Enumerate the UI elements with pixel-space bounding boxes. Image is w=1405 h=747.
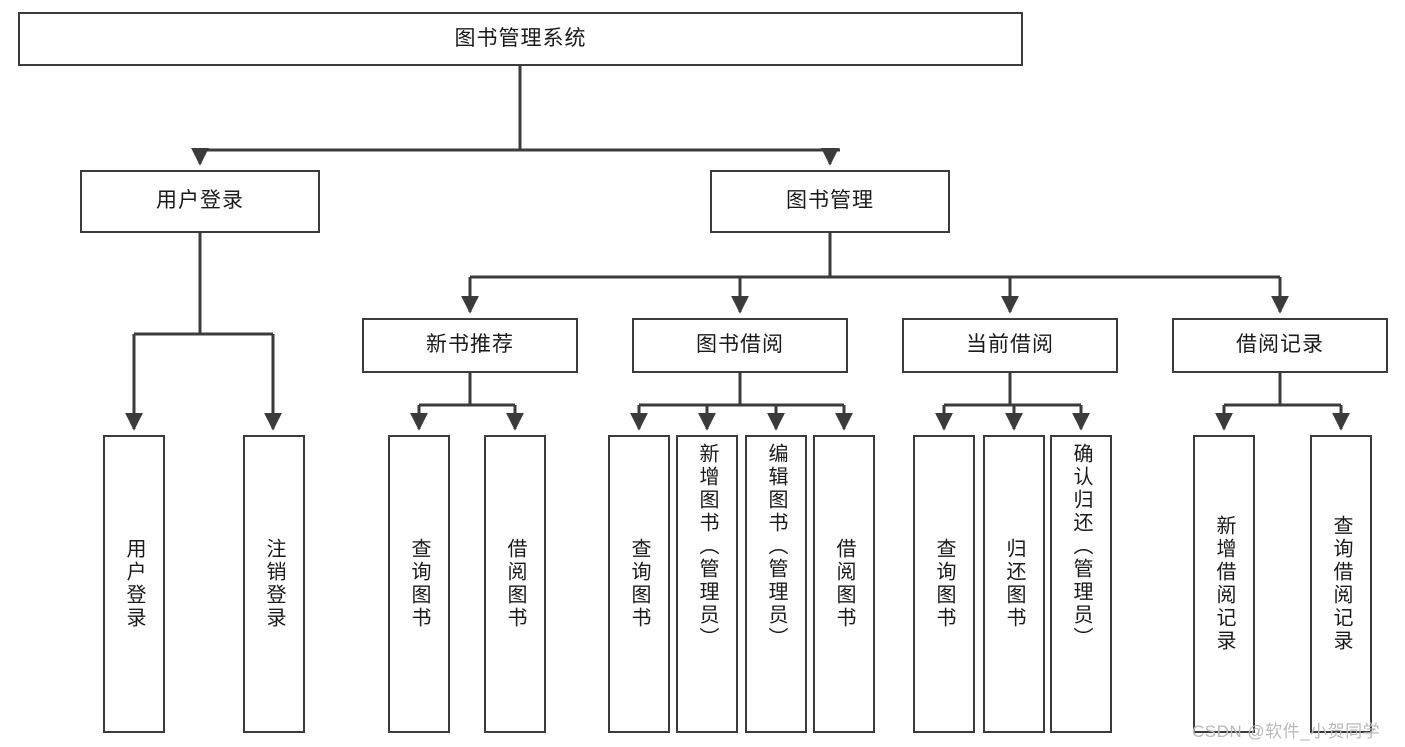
node-leaf-borrow-book-recommend[interactable]: 借阅图书 bbox=[484, 435, 546, 733]
node-leaf-user-login[interactable]: 用户登录 bbox=[103, 435, 165, 733]
node-leaf-query-borrow-record-label: 查询借阅记录 bbox=[1330, 515, 1352, 653]
node-book-manage-label: 图书管理 bbox=[786, 189, 874, 213]
node-new-book-recommend[interactable]: 新书推荐 bbox=[362, 318, 578, 373]
node-leaf-query-book-borrow-label: 查询图书 bbox=[628, 538, 650, 630]
node-book-borrow[interactable]: 图书借阅 bbox=[632, 318, 848, 373]
edge-borrowrecord-to-leaves bbox=[1215, 373, 1350, 431]
node-leaf-edit-book-admin-label: 编辑图书（管理员） bbox=[765, 443, 787, 650]
node-leaf-logout-login[interactable]: 注销登录 bbox=[243, 435, 305, 733]
node-leaf-add-book-admin-label: 新增图书（管理员） bbox=[696, 443, 718, 650]
node-leaf-borrow-book-borrow[interactable]: 借阅图书 bbox=[813, 435, 875, 733]
node-leaf-user-login-label: 用户登录 bbox=[123, 538, 145, 630]
node-leaf-confirm-return-admin-label: 确认归还（管理员） bbox=[1070, 443, 1092, 650]
node-leaf-query-borrow-record[interactable]: 查询借阅记录 bbox=[1310, 435, 1372, 733]
edge-newbook-to-leaves bbox=[410, 373, 524, 431]
node-leaf-query-book-current-label: 查询图书 bbox=[933, 538, 955, 630]
node-user-login-label: 用户登录 bbox=[156, 189, 244, 213]
node-current-borrow[interactable]: 当前借阅 bbox=[902, 318, 1118, 373]
node-book-borrow-label: 图书借阅 bbox=[696, 333, 784, 357]
node-leaf-query-book-borrow[interactable]: 查询图书 bbox=[608, 435, 670, 733]
edge-root-to-level2 bbox=[191, 66, 840, 166]
node-leaf-return-book-label: 归还图书 bbox=[1003, 538, 1025, 630]
node-leaf-add-borrow-record-label: 新增借阅记录 bbox=[1213, 515, 1235, 653]
node-book-manage[interactable]: 图书管理 bbox=[710, 170, 950, 233]
node-leaf-return-book[interactable]: 归还图书 bbox=[983, 435, 1045, 733]
node-current-borrow-label: 当前借阅 bbox=[966, 333, 1054, 357]
node-leaf-edit-book-admin[interactable]: 编辑图书（管理员） bbox=[745, 435, 807, 733]
node-leaf-borrow-book-recommend-label: 借阅图书 bbox=[504, 538, 526, 630]
node-leaf-confirm-return-admin[interactable]: 确认归还（管理员） bbox=[1050, 435, 1112, 733]
node-borrow-record-label: 借阅记录 bbox=[1236, 333, 1324, 357]
edge-bookmanage-to-level3 bbox=[461, 233, 1289, 314]
node-user-login[interactable]: 用户登录 bbox=[80, 170, 320, 233]
node-leaf-query-book-current[interactable]: 查询图书 bbox=[913, 435, 975, 733]
edge-bookborrow-to-leaves bbox=[630, 373, 853, 431]
node-root-system[interactable]: 图书管理系统 bbox=[18, 12, 1023, 66]
node-leaf-logout-login-label: 注销登录 bbox=[263, 538, 285, 630]
node-leaf-borrow-book-borrow-label: 借阅图书 bbox=[833, 538, 855, 630]
node-borrow-record[interactable]: 借阅记录 bbox=[1172, 318, 1388, 373]
edge-currentborrow-to-leaves bbox=[935, 373, 1090, 431]
node-leaf-add-book-admin[interactable]: 新增图书（管理员） bbox=[676, 435, 738, 733]
node-leaf-add-borrow-record[interactable]: 新增借阅记录 bbox=[1193, 435, 1255, 733]
node-new-book-recommend-label: 新书推荐 bbox=[426, 333, 514, 357]
node-leaf-query-book-recommend[interactable]: 查询图书 bbox=[388, 435, 450, 733]
edge-userlogin-to-leaves bbox=[125, 233, 282, 431]
node-root-label: 图书管理系统 bbox=[454, 26, 587, 50]
node-leaf-query-book-recommend-label: 查询图书 bbox=[408, 538, 430, 630]
